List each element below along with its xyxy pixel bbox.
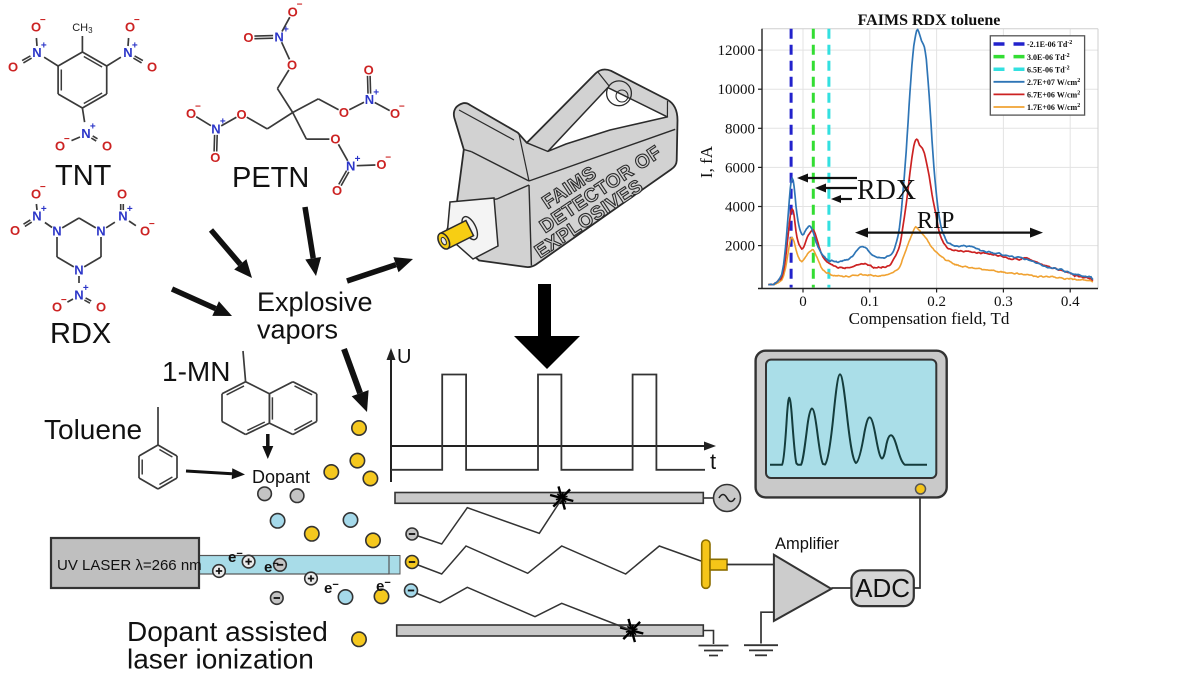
svg-text:4000: 4000 bbox=[725, 200, 755, 216]
svg-text:−: − bbox=[385, 153, 391, 164]
svg-text:Toluene: Toluene bbox=[44, 414, 142, 445]
svg-text:UV LASER λ=266 nm: UV LASER λ=266 nm bbox=[57, 557, 202, 574]
svg-text:O: O bbox=[210, 150, 220, 165]
svg-text:−: − bbox=[297, 0, 303, 11]
svg-text:−: − bbox=[61, 295, 67, 306]
svg-text:O: O bbox=[364, 63, 374, 78]
svg-text:U: U bbox=[397, 346, 411, 368]
svg-text:N: N bbox=[365, 92, 374, 107]
svg-text:+: + bbox=[132, 40, 138, 51]
svg-text:O: O bbox=[147, 60, 157, 75]
svg-text:N: N bbox=[74, 288, 83, 303]
svg-text:N: N bbox=[118, 209, 127, 224]
svg-text:O: O bbox=[287, 57, 297, 72]
svg-text:Compensation field, Td: Compensation field, Td bbox=[849, 309, 1010, 328]
svg-text:+: + bbox=[41, 40, 47, 51]
svg-text:6.7E+06 W/cm2: 6.7E+06 W/cm2 bbox=[1027, 91, 1080, 100]
svg-text:−: − bbox=[134, 15, 140, 26]
svg-text:+: + bbox=[127, 204, 133, 215]
svg-text:0.4: 0.4 bbox=[1061, 294, 1080, 310]
svg-text:N: N bbox=[32, 45, 41, 60]
svg-text:+: + bbox=[220, 117, 226, 128]
svg-text:CH3: CH3 bbox=[72, 22, 93, 35]
svg-text:+: + bbox=[90, 121, 96, 132]
svg-text:O: O bbox=[8, 60, 18, 75]
svg-text:O: O bbox=[55, 139, 65, 154]
svg-text:N: N bbox=[81, 126, 90, 141]
svg-text:N: N bbox=[32, 209, 41, 224]
svg-text:−: − bbox=[40, 182, 46, 193]
svg-text:−: − bbox=[64, 134, 70, 145]
svg-text:O: O bbox=[376, 157, 386, 172]
svg-text:vapors: vapors bbox=[257, 315, 338, 345]
svg-text:FAIMS RDX toluene: FAIMS RDX toluene bbox=[858, 12, 1001, 29]
svg-text:O: O bbox=[330, 132, 340, 147]
svg-text:O: O bbox=[186, 106, 196, 121]
svg-text:+: + bbox=[355, 154, 361, 165]
svg-text:O: O bbox=[243, 30, 253, 45]
svg-text:PETN: PETN bbox=[232, 162, 309, 194]
svg-text:O: O bbox=[52, 300, 62, 315]
svg-text:0.1: 0.1 bbox=[860, 294, 879, 310]
svg-text:3.0E-06 Td-2: 3.0E-06 Td-2 bbox=[1027, 53, 1070, 62]
svg-text:O: O bbox=[237, 107, 247, 122]
svg-text:0.2: 0.2 bbox=[927, 294, 946, 310]
svg-text:6000: 6000 bbox=[725, 160, 755, 176]
svg-text:N: N bbox=[96, 224, 105, 239]
svg-text:-2.1E-06 Td-2: -2.1E-06 Td-2 bbox=[1027, 40, 1072, 49]
svg-text:+: + bbox=[373, 87, 379, 98]
svg-text:N: N bbox=[52, 224, 61, 239]
svg-text:ADC: ADC bbox=[855, 573, 910, 603]
svg-text:O: O bbox=[390, 106, 400, 121]
svg-text:O: O bbox=[332, 183, 342, 198]
svg-text:8000: 8000 bbox=[725, 121, 755, 137]
svg-text:2.7E+07 W/cm2: 2.7E+07 W/cm2 bbox=[1027, 78, 1080, 87]
svg-text:O: O bbox=[10, 223, 20, 238]
svg-text:+: + bbox=[83, 283, 89, 294]
svg-text:O: O bbox=[288, 4, 298, 19]
svg-text:2000: 2000 bbox=[725, 239, 755, 255]
svg-text:N: N bbox=[123, 45, 132, 60]
svg-text:N: N bbox=[346, 159, 355, 174]
svg-text:+: + bbox=[283, 25, 289, 36]
svg-text:O: O bbox=[117, 187, 127, 202]
svg-text:t: t bbox=[710, 449, 716, 474]
svg-text:12000: 12000 bbox=[718, 43, 756, 59]
svg-text:O: O bbox=[140, 224, 150, 239]
svg-text:1.7E+06 W/cm2: 1.7E+06 W/cm2 bbox=[1027, 103, 1080, 112]
svg-text:Dopant: Dopant bbox=[252, 467, 310, 487]
svg-text:O: O bbox=[339, 105, 349, 120]
svg-text:O: O bbox=[96, 300, 106, 315]
svg-text:O: O bbox=[102, 139, 112, 154]
svg-text:N: N bbox=[274, 29, 283, 44]
svg-text:N: N bbox=[74, 263, 83, 278]
svg-text:+: + bbox=[41, 204, 47, 215]
svg-text:−: − bbox=[40, 15, 46, 26]
svg-text:Explosive: Explosive bbox=[257, 287, 373, 317]
svg-text:Dopant assisted: Dopant assisted bbox=[127, 616, 328, 647]
svg-text:0: 0 bbox=[799, 294, 807, 310]
svg-text:Amplifier: Amplifier bbox=[775, 535, 840, 553]
svg-text:−: − bbox=[149, 219, 155, 230]
svg-text:O: O bbox=[31, 20, 41, 35]
svg-text:RDX: RDX bbox=[857, 175, 916, 206]
svg-text:N: N bbox=[211, 122, 220, 137]
svg-text:TNT: TNT bbox=[55, 160, 112, 192]
svg-text:laser ionization: laser ionization bbox=[127, 644, 314, 675]
svg-text:−: − bbox=[399, 101, 405, 112]
svg-text:I, fA: I, fA bbox=[697, 145, 716, 178]
svg-text:1-MN: 1-MN bbox=[162, 356, 230, 387]
svg-text:0.3: 0.3 bbox=[994, 294, 1013, 310]
svg-text:O: O bbox=[125, 20, 135, 35]
svg-text:−: − bbox=[195, 101, 201, 112]
svg-text:RIP: RIP bbox=[917, 208, 954, 234]
svg-text:10000: 10000 bbox=[718, 82, 756, 98]
svg-text:RDX: RDX bbox=[50, 318, 111, 350]
svg-text:6.5E-06 Td-2: 6.5E-06 Td-2 bbox=[1027, 65, 1070, 74]
svg-text:O: O bbox=[31, 187, 41, 202]
